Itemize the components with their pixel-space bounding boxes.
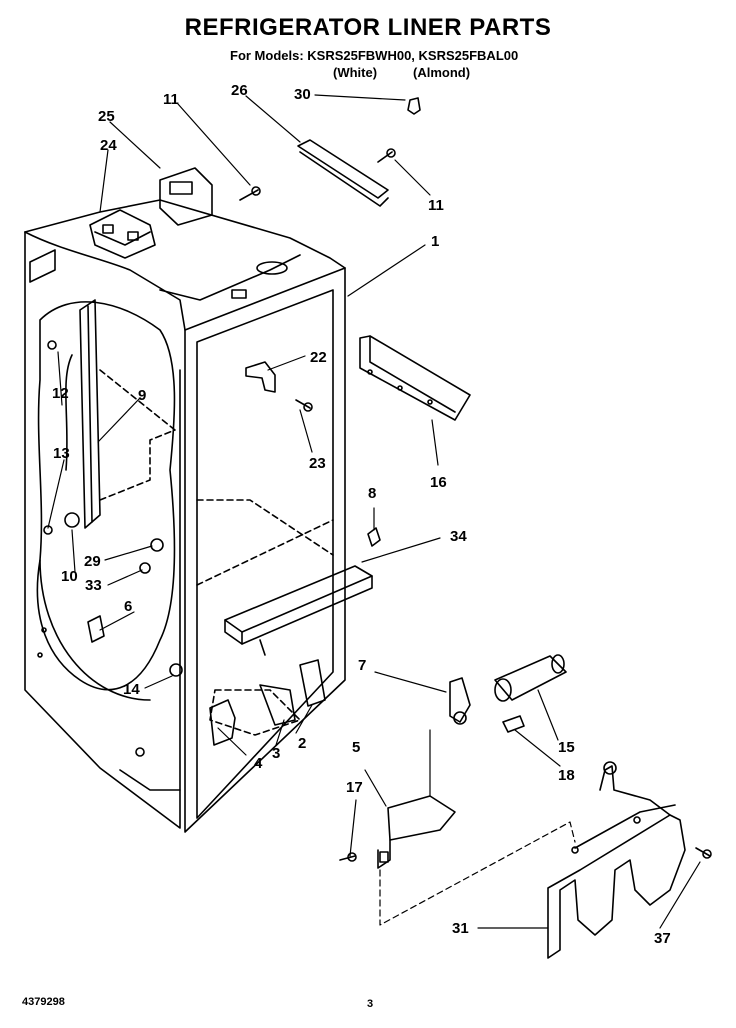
bottom-brackets <box>209 659 326 746</box>
callout-2: 2 <box>298 735 306 752</box>
callout-34: 34 <box>450 528 467 545</box>
models-line: For Models: KSRS25FBWH00, KSRS25FBAL00 <box>230 48 519 63</box>
screw-17 <box>339 852 357 862</box>
liner-body <box>24 199 346 833</box>
bracket-22 <box>245 361 276 393</box>
callout-17: 17 <box>346 779 363 796</box>
callout-3: 3 <box>272 745 280 762</box>
top-rail <box>297 139 389 207</box>
mounting-channel <box>359 335 471 421</box>
callout-16: 16 <box>430 474 447 491</box>
lower-parts <box>39 340 183 701</box>
thermostat-7 <box>449 677 471 725</box>
callout-15: 15 <box>558 739 575 756</box>
diagram-title: REFRIGERATOR LINER PARTS <box>184 14 552 41</box>
damper-housing <box>89 209 156 259</box>
clip-30 <box>407 97 421 115</box>
callout-29: 29 <box>84 553 101 570</box>
callout-24: 24 <box>100 137 117 154</box>
leader-lines <box>47 94 701 929</box>
callout-25: 25 <box>98 108 115 125</box>
callout-7: 7 <box>358 657 366 674</box>
defrost-heater <box>547 761 686 959</box>
crossbar <box>224 565 373 656</box>
callout-10: 10 <box>61 568 78 585</box>
clip-18 <box>502 715 525 733</box>
callout-11-right: 11 <box>428 197 444 214</box>
vertical-rail <box>79 299 176 529</box>
callout-37: 37 <box>654 930 671 947</box>
bracket-5 <box>377 795 456 869</box>
callout-1: 1 <box>431 233 439 250</box>
callout-4: 4 <box>254 755 263 772</box>
callout-11-top: 11 <box>163 91 179 108</box>
bracket-25 <box>159 167 213 226</box>
cylinder-15 <box>494 654 567 702</box>
page-number: 3 <box>367 998 374 1010</box>
screw-37 <box>695 847 712 859</box>
callout-14: 14 <box>123 681 140 698</box>
fastener-8 <box>367 527 381 547</box>
callout-31: 31 <box>452 920 469 937</box>
callout-12: 12 <box>52 385 69 402</box>
callout-5: 5 <box>352 739 360 756</box>
callout-8: 8 <box>368 485 376 502</box>
variant-white: (White) <box>333 65 378 80</box>
callout-labels: 1 2 3 4 5 6 7 8 9 10 11 11 12 13 14 15 1… <box>52 82 671 947</box>
callout-6: 6 <box>124 598 132 615</box>
callout-18: 18 <box>558 767 575 784</box>
callout-30: 30 <box>294 86 311 103</box>
callout-13: 13 <box>53 445 70 462</box>
callout-9: 9 <box>138 387 146 404</box>
screw-11-right <box>377 148 396 163</box>
callout-22: 22 <box>310 349 327 366</box>
variant-almond: (Almond) <box>413 65 471 80</box>
callout-26: 26 <box>231 82 248 99</box>
callout-33: 33 <box>85 577 102 594</box>
screw-11-left <box>239 186 261 201</box>
callout-23: 23 <box>309 455 326 472</box>
screw-23 <box>295 399 313 412</box>
document-number: 4379298 <box>22 996 65 1008</box>
